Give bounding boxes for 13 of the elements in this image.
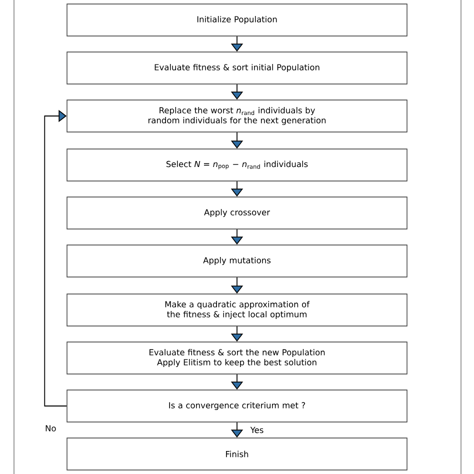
process-box: Evaluate fitness & sort initial Population — [66, 52, 408, 84]
process-box: Apply mutations — [66, 244, 408, 278]
process-box: Apply crossover — [66, 196, 408, 230]
process-box: Initialize Population — [66, 4, 408, 36]
process-box: Finish — [66, 438, 408, 470]
arrow — [44, 110, 68, 406]
process-box: Evaluate fitness & sort the new Population Apply Elitism to keep the best solution — [66, 342, 408, 374]
edge-label: Yes — [250, 426, 264, 434]
process-box: Make a quadratic approximation of the fitness & inject local optimum — [66, 294, 408, 326]
edge-label: No — [46, 425, 56, 432]
process-box: Replace the worst n$_{rand}$ individuals by random individuals for the next generation — [66, 100, 408, 132]
process-box: Select N = n$_{pop}$ − n$_{rand}$ individuals — [66, 148, 408, 182]
process-box: Is a convergence criterium met ? — [66, 390, 408, 422]
